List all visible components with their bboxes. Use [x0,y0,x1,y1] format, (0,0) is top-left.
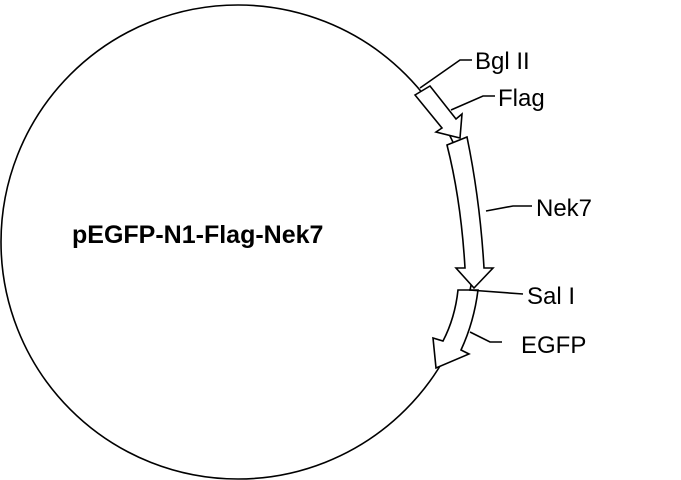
flag-leader [450,95,495,111]
egfp-arrow [432,289,479,370]
nek7-arrow [446,135,495,290]
flag-label: Flag [498,85,545,112]
sali-label: Sal I [527,283,575,310]
sali-leader [468,289,524,295]
bglii-leader [419,59,472,89]
nek7-leader [485,205,532,212]
egfp-leader [469,331,502,343]
flag-arrow [413,84,463,140]
egfp-label: EGFP [521,332,586,359]
plasmid-name: pEGFP-N1-Flag-Nek7 [72,221,323,249]
bglii-label: Bgl II [475,48,530,75]
nek7-label: Nek7 [536,195,592,222]
